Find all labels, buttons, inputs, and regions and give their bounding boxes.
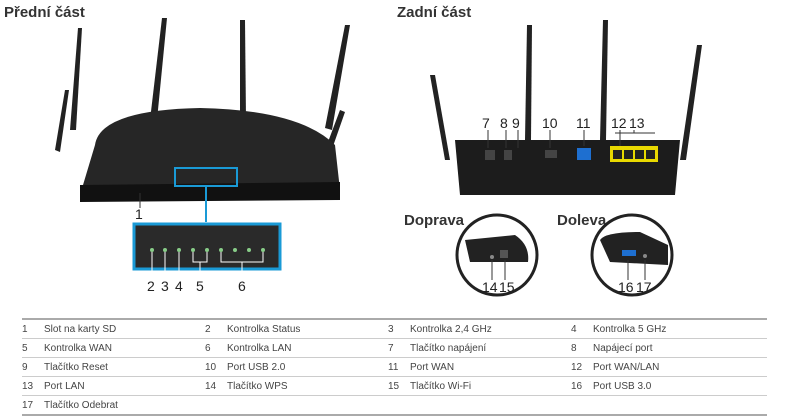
- legend-item: 1 Slot na karty SD: [22, 324, 205, 335]
- callout-10: 10: [542, 115, 558, 131]
- callout-4: 4: [175, 278, 183, 294]
- table-row: 13 Port LAN 14 Tlačítko WPS 15 Tlačítko Wi-Fi…: [22, 377, 767, 396]
- legend-label: Kontrolka 2,4 GHz: [410, 323, 492, 335]
- legend-number: 11: [388, 361, 399, 373]
- legend-number: 8: [571, 342, 577, 354]
- legend-item: 8 Napájecí port: [571, 343, 754, 354]
- legend-item: 7 Tlačítko napájení: [388, 343, 571, 354]
- callout-17: 17: [636, 279, 652, 295]
- legend-label: Port WAN/LAN: [593, 361, 660, 373]
- legend-label: Kontrolka Status: [227, 323, 301, 335]
- legend-label: Port WAN: [410, 361, 455, 373]
- legend-label: Tlačítko Wi-Fi: [410, 380, 472, 392]
- legend-number: 16: [571, 380, 583, 392]
- back-router-image: [430, 20, 702, 195]
- legend-label: Tlačítko napájení: [410, 342, 487, 354]
- left-side-title: Doleva: [557, 212, 607, 229]
- legend-label: Tlačítko Odebrat: [44, 399, 118, 411]
- callout-14: 14: [482, 279, 498, 295]
- legend-label: Port LAN: [44, 380, 85, 392]
- legend-label: Napájecí port: [593, 342, 653, 354]
- legend-label: Port USB 3.0: [593, 380, 652, 392]
- legend-item: 10 Port USB 2.0: [205, 362, 388, 373]
- callout-3: 3: [161, 278, 169, 294]
- legend-item: 16 Port USB 3.0: [571, 381, 754, 392]
- callout-5: 5: [196, 278, 204, 294]
- legend-label: Port USB 2.0: [227, 361, 286, 373]
- right-side-title: Doprava: [404, 212, 465, 229]
- legend-number: 2: [205, 323, 211, 335]
- legend-number: 15: [388, 380, 400, 392]
- legend-item: 6 Kontrolka LAN: [205, 343, 388, 354]
- left-side-zoom: [590, 213, 674, 297]
- legend-label: Kontrolka 5 GHz: [593, 323, 667, 335]
- callout-15: 15: [499, 279, 515, 295]
- callout-1: 1: [135, 206, 143, 222]
- back-title: Zadní část: [397, 4, 472, 21]
- callout-16: 16: [618, 279, 634, 295]
- legend-item: 17 Tlačítko Odebrat: [22, 400, 205, 411]
- callout-12: 12: [611, 115, 627, 131]
- legend-item: 9 Tlačítko Reset: [22, 362, 205, 373]
- legend-number: 10: [205, 361, 217, 373]
- callout-9: 9: [512, 115, 520, 131]
- front-router-image: [55, 18, 350, 278]
- right-side-zoom: [455, 213, 539, 297]
- legend-number: 5: [22, 342, 28, 354]
- legend-label: Tlačítko WPS: [227, 380, 288, 392]
- legend-number: 9: [22, 361, 28, 373]
- legend-item: 13 Port LAN: [22, 381, 205, 392]
- legend-number: 4: [571, 323, 577, 335]
- legend-item: 15 Tlačítko Wi-Fi: [388, 381, 571, 392]
- legend-number: 14: [205, 380, 217, 392]
- callout-6: 6: [238, 278, 246, 294]
- legend-item: 3 Kontrolka 2,4 GHz: [388, 324, 571, 335]
- legend-number: 6: [205, 342, 211, 354]
- callout-8: 8: [500, 115, 508, 131]
- callout-2: 2: [147, 278, 155, 294]
- table-row: 1 Slot na karty SD 2 Kontrolka Status 3 Kontr…: [22, 320, 767, 339]
- legend-number: 1: [22, 323, 28, 335]
- legend-item: 12 Port WAN/LAN: [571, 362, 754, 373]
- table-row: 17 Tlačítko Odebrat: [22, 396, 767, 416]
- legend-number: 7: [388, 342, 394, 354]
- table-row: 5 Kontrolka WAN 6 Kontrolka LAN 7 Tlačítko na…: [22, 339, 767, 358]
- callout-7: 7: [482, 115, 490, 131]
- legend-number: 13: [22, 380, 34, 392]
- callout-11: 11: [576, 115, 591, 131]
- legend-number: 12: [571, 361, 583, 373]
- legend-number: 3: [388, 323, 394, 335]
- callout-13: 13: [629, 115, 645, 131]
- legend-label: Slot na karty SD: [44, 323, 117, 335]
- legend-item: 5 Kontrolka WAN: [22, 343, 205, 354]
- legend-item: 4 Kontrolka 5 GHz: [571, 324, 754, 335]
- legend-label: Tlačítko Reset: [44, 361, 108, 373]
- front-title: Přední část: [4, 4, 85, 21]
- legend-item: 2 Kontrolka Status: [205, 324, 388, 335]
- router-diagram: 1 2 3 4 5 6 7 8 9 10 11 12 13 14 15: [55, 18, 702, 297]
- legend-label: Kontrolka LAN: [227, 342, 292, 354]
- legend-number: 17: [22, 399, 34, 411]
- legend-item: 11 Port WAN: [388, 362, 571, 373]
- legend-label: Kontrolka WAN: [44, 342, 112, 354]
- legend-item: 14 Tlačítko WPS: [205, 381, 388, 392]
